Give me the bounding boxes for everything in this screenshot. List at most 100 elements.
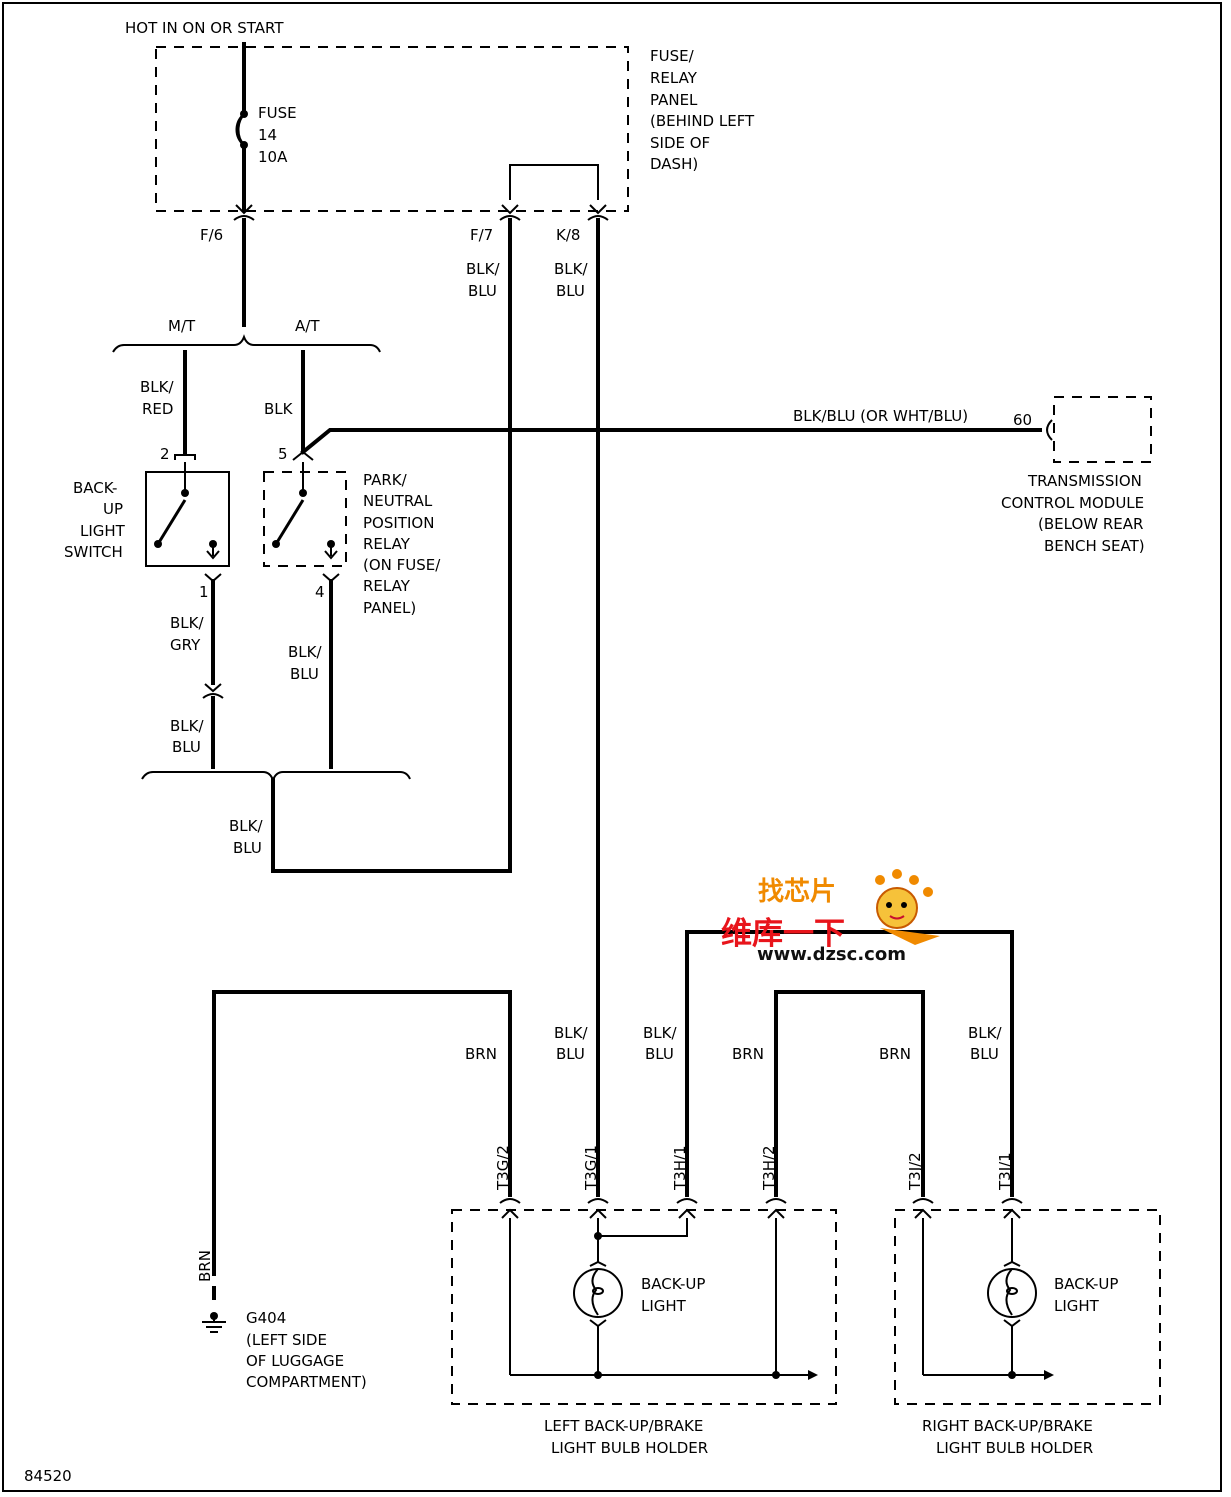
svg-text:CONTROL MODULE: CONTROL MODULE [1001,494,1144,512]
wire-joined-2: BLU [233,839,262,857]
conn-t3h1-label: T3H/1 [671,1145,689,1191]
left-light-label-1: BACK-UP [641,1275,705,1293]
watermark-logo-text: 找芯片 [758,877,836,907]
conn-t3h2-label: T3H/2 [760,1145,778,1191]
wire-f7-label-1: BLK/ [466,260,500,278]
svg-text:POSITION: POSITION [363,514,434,532]
watermark-mascot-icon [875,869,940,945]
wire-t3h1-2: BLU [645,1045,674,1063]
pin-5-label: 5 [278,445,288,463]
wire-blk-label: BLK [264,400,294,418]
pin-1-label: 1 [199,583,209,601]
wire-brn-2: BRN [732,1045,764,1063]
svg-text:RELAY: RELAY [363,535,411,553]
backup-light-switch [145,471,230,567]
svg-text:BACK-: BACK- [73,479,117,497]
figure-id: 84520 [24,1467,72,1485]
left-light-label-2: LIGHT [641,1297,687,1315]
wire-brn-3: BRN [879,1045,911,1063]
wire-k8-label-1: BLK/ [554,260,588,278]
fuse-label: FUSE [258,104,297,122]
wire-blk-gry-1: BLK/ [170,614,204,632]
svg-text:NEUTRAL: NEUTRAL [363,492,433,510]
pin-2-label: 2 [160,445,170,463]
watermark-tagline: 维库一下 [721,916,845,952]
conn-t3j1-label: T3J/1 [996,1152,1014,1191]
right-backup-light-bulb [987,1260,1037,1328]
ground-label: G404 (LEFT SIDE OF LUGGAGE COMPARTMENT) [246,1309,367,1391]
svg-text:SIDE OF: SIDE OF [650,134,710,152]
hot-in-label: HOT IN ON OR START [125,19,284,37]
wire-relay-out-2: BLU [290,665,319,683]
wire-switch-lower-1: BLK/ [170,717,204,735]
wire-t3g1-1: BLK/ [554,1024,588,1042]
ground-symbol [202,1312,226,1333]
wire-brn-ground: BRN [196,1250,214,1282]
conn-t3g1-label: T3G/1 [582,1145,600,1191]
conn-t3g2-label: T3G/2 [494,1145,512,1191]
conn-f7-label: F/7 [470,226,493,244]
svg-text:BENCH SEAT): BENCH SEAT) [1044,537,1145,555]
svg-text:SWITCH: SWITCH [64,543,123,561]
right-light-label-2: LIGHT [1054,1297,1100,1315]
fuse-number: 14 [258,126,277,144]
lower-brace [141,771,411,783]
svg-text:TRANSMISSION: TRANSMISSION [1027,472,1142,490]
watermark: 找芯片 维库一下 www.dzsc.com [721,869,940,965]
svg-text:(BEHIND LEFT: (BEHIND LEFT [650,112,755,130]
connector-f7 [499,204,521,221]
wire-relay-out-1: BLK/ [288,643,322,661]
left-holder-label-2: LIGHT BULB HOLDER [551,1439,708,1457]
wire-t3j1-2: BLU [970,1045,999,1063]
svg-text:PANEL: PANEL [650,91,698,109]
svg-text:LIGHT: LIGHT [80,522,126,540]
holder-connectors [499,1198,1023,1219]
at-label: A/T [295,317,320,335]
wire-switch-lower-2: BLU [172,738,201,756]
wire-brn-1: BRN [465,1045,497,1063]
wire-k8-label-2: BLU [556,282,585,300]
fuse-relay-panel-box [155,46,629,212]
left-holder-label-1: LEFT BACK-UP/BRAKE [544,1417,703,1435]
right-holder-label-1: RIGHT BACK-UP/BRAKE [922,1417,1093,1435]
wire-t3h1-1: BLK/ [643,1024,677,1042]
svg-text:RELAY: RELAY [363,577,411,595]
wire-f7-label-2: BLU [468,282,497,300]
wire-t3j1-1: BLK/ [968,1024,1002,1042]
wire-tcm-label: BLK/BLU (OR WHT/BLU) [793,407,968,425]
inline-connector [202,683,224,699]
wire-t3g1-2: BLU [556,1045,585,1063]
svg-text:G404: G404 [246,1309,286,1327]
right-light-label-1: BACK-UP [1054,1275,1118,1293]
right-bulb-holder [894,1209,1161,1405]
conn-f6-label: F/6 [200,226,223,244]
left-backup-light-bulb [573,1260,623,1328]
svg-text:UP: UP [103,500,123,518]
wire-blk-gry-2: GRY [170,636,201,654]
svg-text:COMPARTMENT): COMPARTMENT) [246,1373,367,1391]
mt-label: M/T [168,317,196,335]
wire-blk-red-1: BLK/ [140,378,174,396]
watermark-url: www.dzsc.com [757,944,906,965]
svg-text:RELAY: RELAY [650,69,698,87]
svg-text:(LEFT SIDE: (LEFT SIDE [246,1331,327,1349]
svg-text:(ON FUSE/: (ON FUSE/ [363,556,441,574]
svg-text:FUSE/: FUSE/ [650,47,695,65]
tcm-box [1053,396,1152,463]
connector-k8 [587,204,609,221]
svg-text:OF LUGGAGE: OF LUGGAGE [246,1352,344,1370]
svg-text:PANEL): PANEL) [363,599,416,617]
pn-relay-label: PARK/ NEUTRAL POSITION RELAY (ON FUSE/ R… [363,471,441,617]
right-holder-label-2: LIGHT BULB HOLDER [936,1439,1093,1457]
pin-60-label: 60 [1013,411,1032,429]
svg-text:PARK/: PARK/ [363,471,408,489]
wire-blk-red-2: RED [142,400,173,418]
mt-at-brace [112,334,381,353]
tcm-label: TRANSMISSION CONTROL MODULE (BELOW REAR … [1001,472,1145,555]
park-neutral-relay [263,471,347,567]
fuse-panel-label: FUSE/ RELAY PANEL (BEHIND LEFT SIDE OF D… [650,47,755,173]
pin-4-label: 4 [315,583,325,601]
conn-t3j2-label: T3J/2 [906,1152,924,1191]
